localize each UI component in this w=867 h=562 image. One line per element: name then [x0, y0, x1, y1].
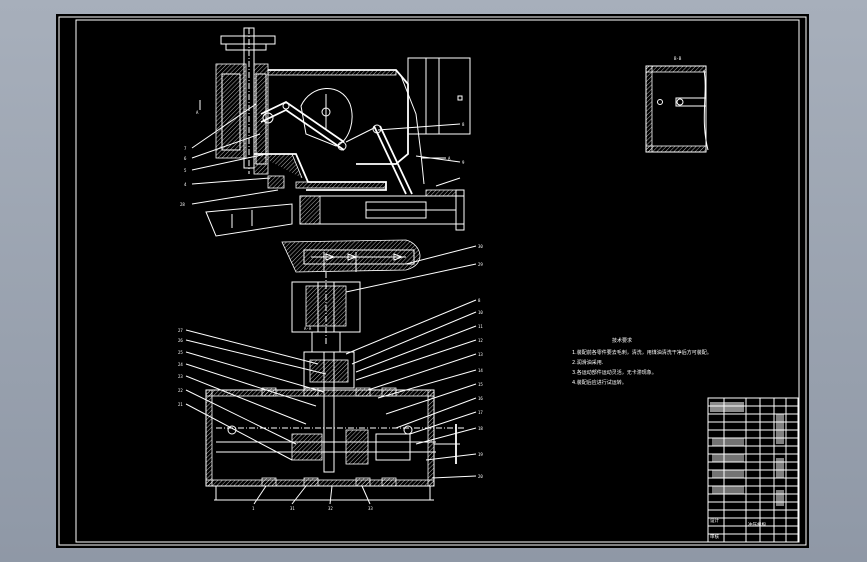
detail-view: B-B — [645, 56, 709, 153]
upper-mechanism: A A — [196, 27, 471, 237]
part-number: 24 — [178, 362, 183, 367]
part-number: 10 — [478, 310, 483, 315]
drawing-canvas: A A — [58, 16, 807, 546]
view-label: B-B — [674, 56, 682, 61]
part-number: 11 — [478, 324, 483, 329]
note-line: 4.装配后应进行试运转。 — [572, 379, 627, 386]
part-number: 31 — [290, 506, 295, 511]
part-number: 5 — [184, 168, 187, 173]
part-number: 20 — [478, 474, 483, 479]
technical-notes: 技术要求 1.装配前各零件要去毛刺，清洗，用煤油清洗干净后方可装配。 2.润滑油… — [572, 337, 712, 386]
part-number: 8 — [478, 298, 481, 303]
part-number: 17 — [478, 410, 483, 415]
drawing-title: 冲压机构 — [748, 521, 766, 528]
note-line: 1.装配前各零件要去毛刺，清洗，用煤油清洗干净后方可装配。 — [572, 349, 712, 356]
part-number: 27 — [178, 328, 183, 333]
part-number: 33 — [368, 506, 373, 511]
part-number: 6 — [184, 156, 187, 161]
part-number: 18 — [478, 426, 483, 431]
part-number: 25 — [178, 350, 183, 355]
section-label: A-A — [304, 326, 312, 331]
part-number: 32 — [328, 506, 333, 511]
outer-border — [58, 16, 807, 546]
gearbox — [205, 351, 466, 501]
part-number: 9 — [462, 160, 465, 165]
part-number: 22 — [178, 388, 183, 393]
part-number: 29 — [478, 262, 483, 267]
part-number: 28 — [180, 202, 185, 207]
notes-heading: 技术要求 — [612, 337, 632, 344]
part-number: 15 — [478, 382, 483, 387]
part-number: 19 — [478, 452, 483, 457]
part-number: 21 — [178, 402, 183, 407]
leader-lines — [185, 103, 477, 479]
title-block: 设计 审核 冲压机构 — [707, 397, 799, 543]
note-line: 2.润滑油采用. — [572, 359, 604, 366]
part-number: 1 — [252, 506, 255, 511]
part-number: 30 — [478, 244, 483, 249]
part-number: 16 — [478, 396, 483, 401]
part-number: 14 — [478, 368, 483, 373]
title-block-label: 设计 — [710, 517, 719, 524]
feeder-strip — [281, 239, 421, 273]
part-number: 23 — [178, 374, 183, 379]
part-number: 12 — [478, 338, 483, 343]
part-number: 13 — [478, 352, 483, 357]
part-number: 7 — [184, 146, 187, 151]
die-block — [291, 272, 361, 353]
section-marker-left: A — [196, 110, 199, 115]
part-number: 4 — [184, 182, 187, 187]
cam — [300, 88, 353, 147]
drawing-sheet: A A — [56, 14, 809, 548]
section-marker-right: A — [448, 156, 451, 161]
inner-border — [75, 19, 800, 543]
part-number: 8 — [462, 122, 465, 127]
note-line: 3.各运动部件运动灵活，无卡滞现象。 — [572, 369, 657, 376]
title-block-label: 审核 — [710, 533, 719, 540]
part-number: 26 — [178, 338, 183, 343]
part-numbers: 7 6 5 4 28 27 26 25 24 23 22 21 8 9 30 2… — [178, 122, 483, 511]
